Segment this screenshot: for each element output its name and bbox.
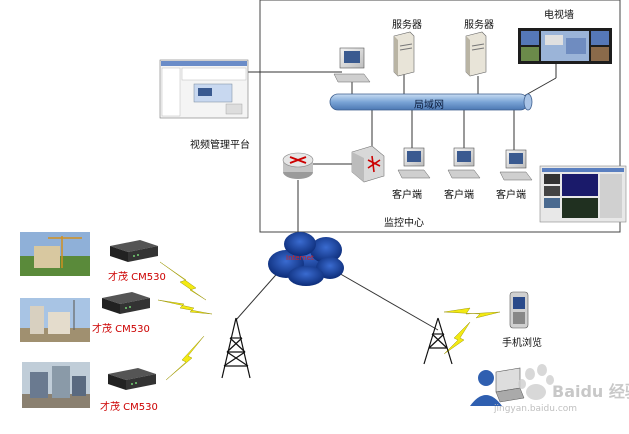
client-label: 客户端 (392, 190, 422, 201)
tv-wall-icon (518, 28, 612, 64)
lan-bus (329, 93, 533, 111)
server-icon (393, 31, 415, 77)
server-icon (465, 31, 487, 77)
device-label: 才茂 CM530 (92, 324, 150, 335)
vms-platform-thumbnail (159, 59, 249, 119)
construction-site-photo (22, 362, 90, 408)
mobile-phone-icon (509, 291, 529, 329)
construction-site-photo (20, 298, 90, 342)
tv-wall-label: 电视墙 (544, 10, 574, 21)
client-pc-icon (447, 147, 481, 179)
server-label: 服务器 (464, 20, 494, 31)
baidu-paw-watermark (518, 364, 554, 400)
server-label: 服务器 (392, 20, 422, 31)
device-label: 才茂 CM530 (108, 272, 166, 283)
pc-icon (333, 47, 371, 83)
monitor-center-frame (259, 0, 621, 233)
client-pc-icon (499, 149, 533, 181)
construction-site-photo (20, 232, 90, 276)
cell-tower-icon (221, 317, 251, 379)
watermark-url: jingyan.baidu.com (494, 404, 578, 414)
router-icon (282, 152, 314, 179)
cell-tower-icon (423, 317, 453, 365)
internet-label: Internet (286, 254, 314, 262)
lan-label: 局域网 (414, 100, 444, 111)
client-pc-icon (397, 147, 431, 179)
wireless-lightning-icon (157, 261, 501, 381)
cm530-router-icon (108, 368, 156, 390)
client-label: 客户端 (444, 190, 474, 201)
device-label: 才茂 CM530 (100, 402, 158, 413)
internet-cloud (268, 232, 344, 286)
mobile-browse-label: 手机浏览 (502, 338, 542, 349)
cm530-router-icon (110, 240, 158, 262)
vms-platform-label: 视频管理平台 (190, 140, 250, 151)
user-laptop-icon (470, 367, 525, 406)
client-label: 客户端 (496, 190, 526, 201)
cm530-router-icon (102, 292, 150, 314)
monitoring-software-thumbnail (539, 165, 627, 223)
watermark-brand: Baidu 经验 (552, 382, 629, 401)
monitor-center-label: 监控中心 (384, 218, 424, 229)
firewall-icon (351, 145, 385, 183)
